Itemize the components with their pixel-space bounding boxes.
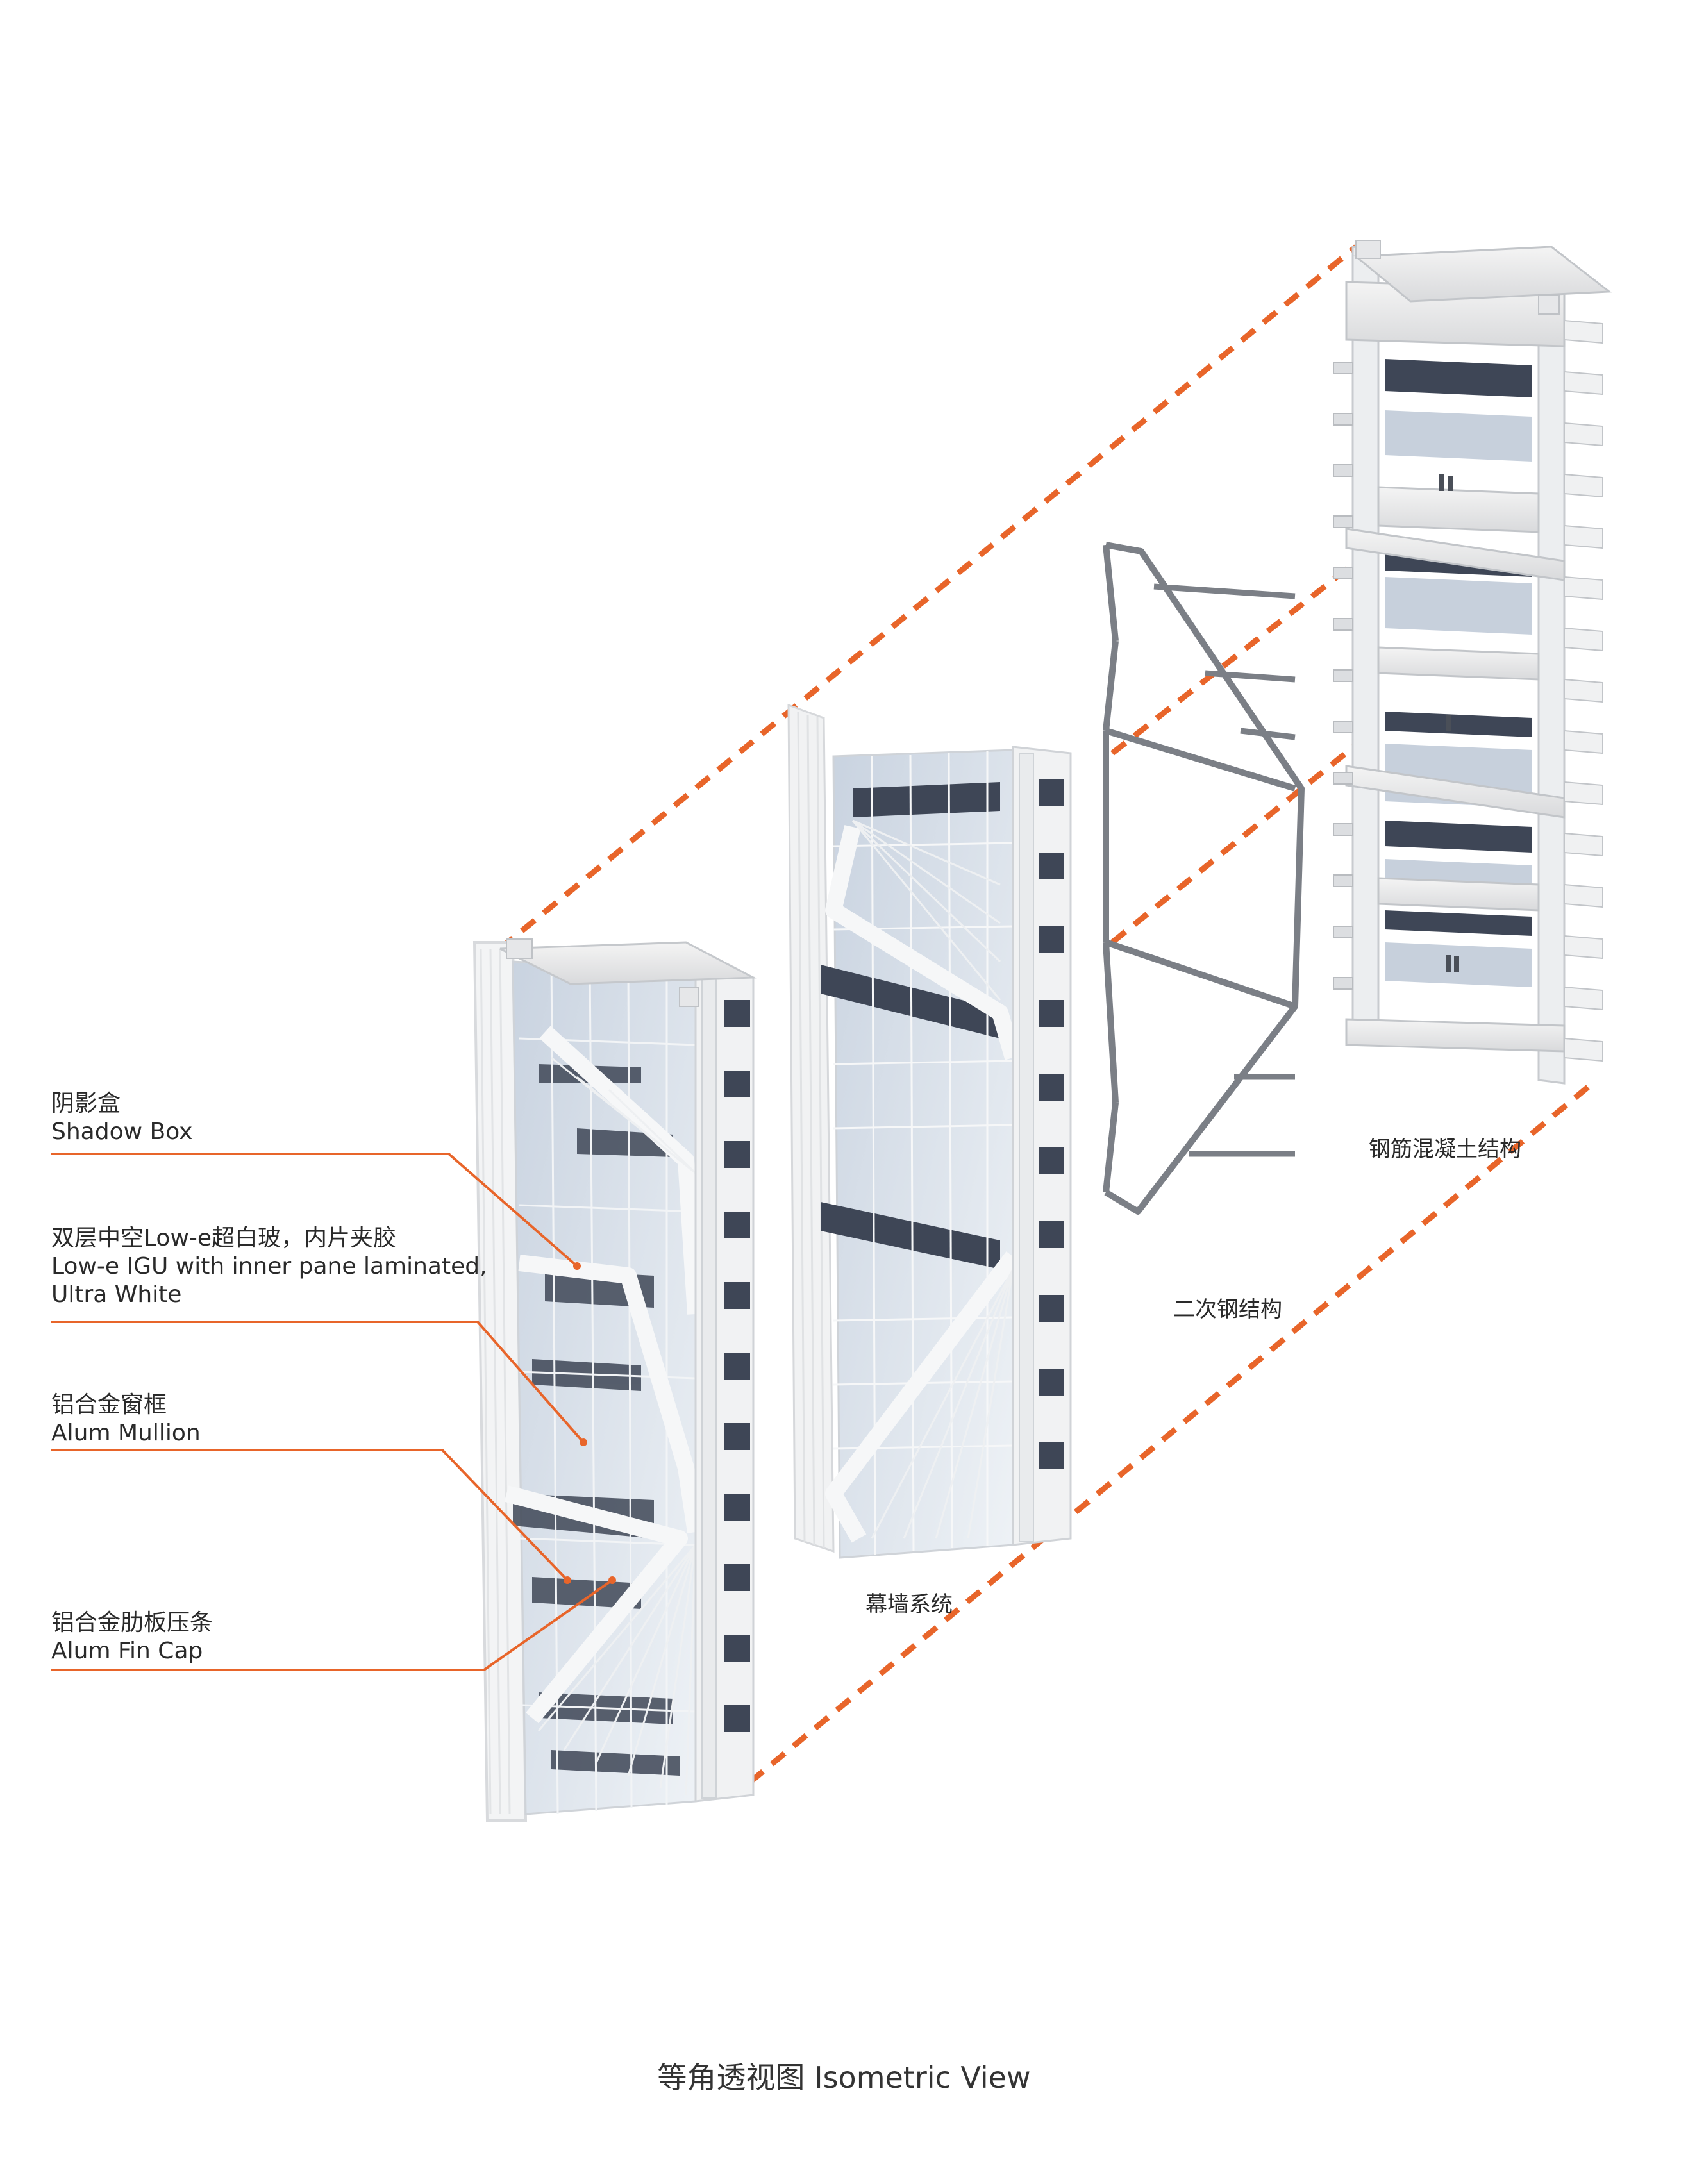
- secondary-steel-frame: [1103, 542, 1305, 1215]
- callout-shadow-box-zh: 阴影盒: [51, 1090, 121, 1117]
- callout-mullion-zh: 铝合金窗框: [51, 1392, 167, 1418]
- label-concrete-structure: 钢筋混凝土结构: [1369, 1137, 1521, 1162]
- callout-mullion-en: Alum Mullion: [51, 1420, 201, 1446]
- callout-shadow-box-en: Shadow Box: [51, 1119, 193, 1145]
- label-curtain-wall-system: 幕墙系统: [865, 1592, 953, 1617]
- callout-mullion: 铝合金窗框 Alum Mullion: [51, 1391, 201, 1447]
- callout-fin-cap: 铝合金肋板压条 Alum Fin Cap: [51, 1609, 213, 1665]
- curtain-wall-panel: [787, 703, 1072, 1559]
- callout-fin-cap-en: Alum Fin Cap: [51, 1638, 203, 1664]
- callout-leaders: [51, 1153, 614, 1671]
- figure-caption: 等角透视图 Isometric View: [657, 2060, 1031, 2095]
- callout-igu: 双层中空Low-e超白玻，内片夹胶 Low-e IGU with inner p…: [51, 1224, 487, 1309]
- projection-lines: [498, 244, 1598, 1785]
- callout-fin-cap-zh: 铝合金肋板压条: [51, 1610, 213, 1636]
- callout-igu-en: Low-e IGU with inner pane laminated,: [51, 1253, 487, 1280]
- label-secondary-steel: 二次钢结构: [1173, 1297, 1282, 1322]
- callout-igu-en2: Ultra White: [51, 1281, 182, 1308]
- callout-dots: [564, 1262, 616, 1584]
- tower-assembled: [472, 938, 757, 1822]
- concrete-structure: [1333, 240, 1612, 1085]
- callout-igu-zh: 双层中空Low-e超白玻，内片夹胶: [51, 1225, 397, 1251]
- callout-shadow-box: 阴影盒 Shadow Box: [51, 1090, 192, 1146]
